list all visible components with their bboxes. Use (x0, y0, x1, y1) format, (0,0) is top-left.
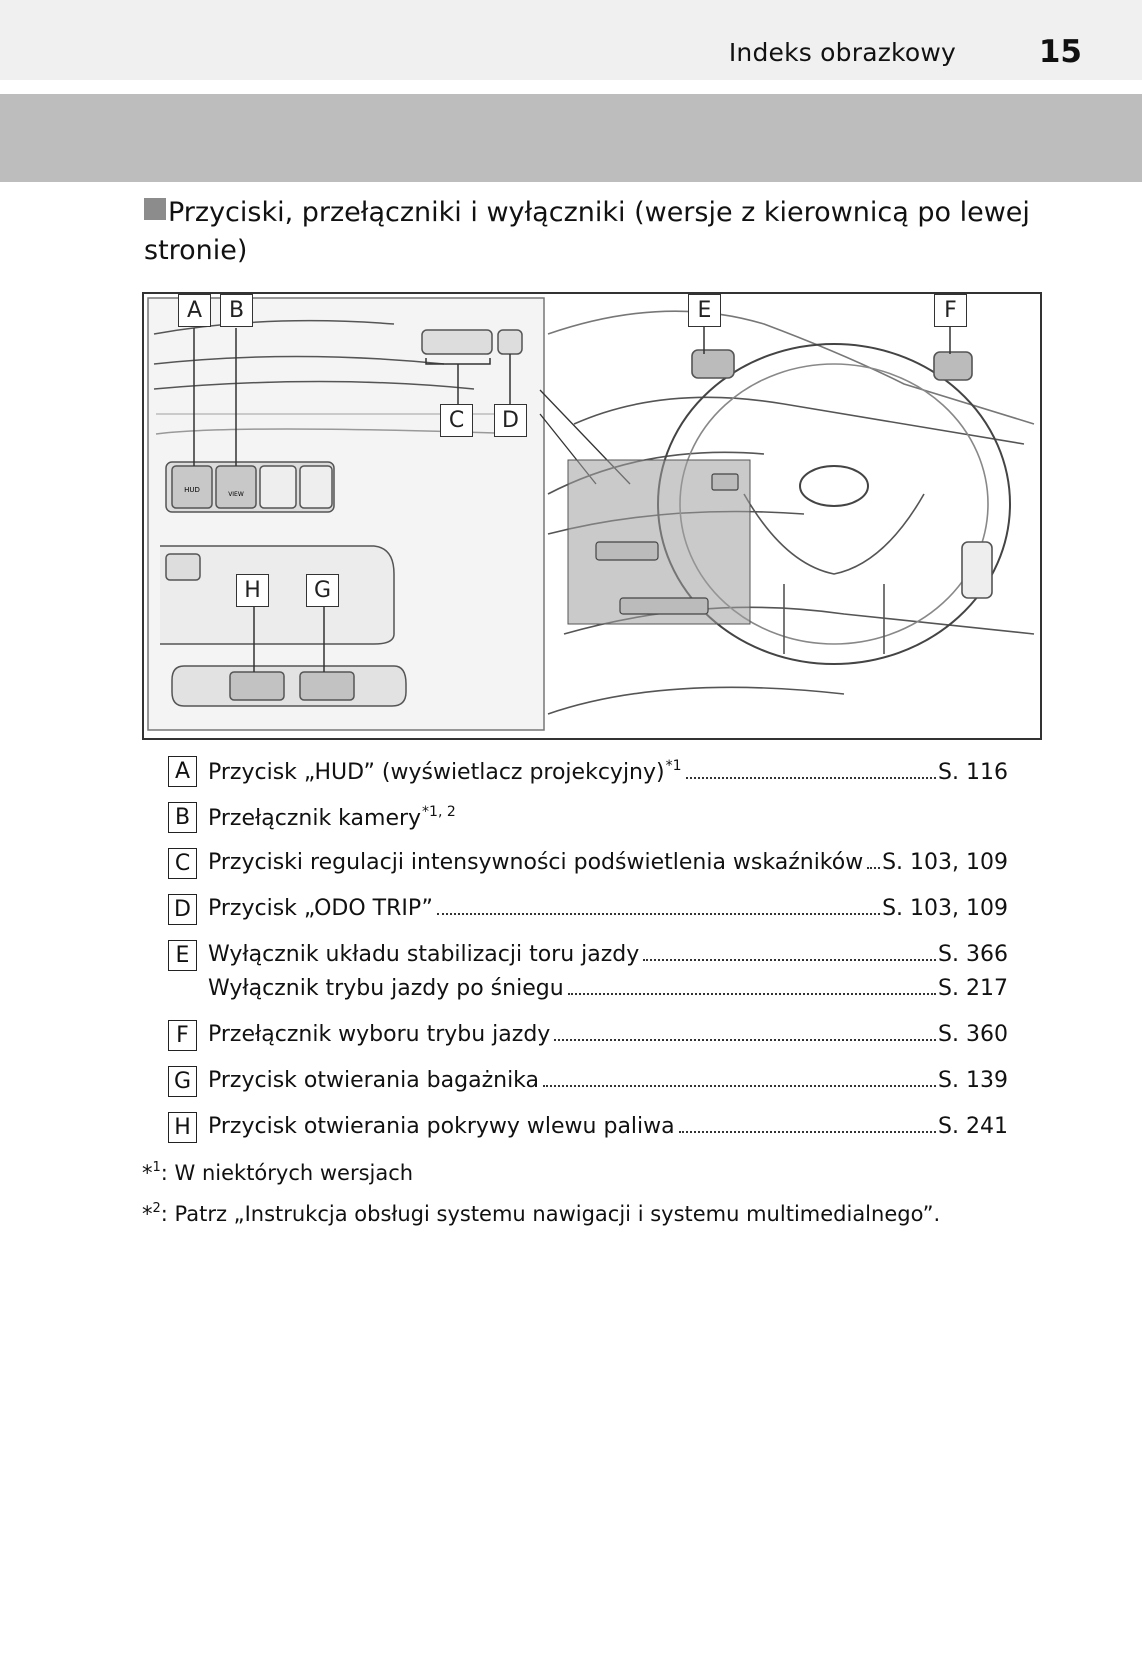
view-button-label: VIEW (228, 491, 244, 498)
inset-panel (147, 297, 545, 731)
legend-item: C Przyciski regulacji intensywności podś… (168, 844, 1008, 890)
legend-letter: E (168, 940, 197, 971)
callout-h: H (236, 574, 269, 607)
legend-sup: *1, 2 (422, 804, 456, 820)
callout-g: G (306, 574, 339, 607)
legend-item: A Przycisk „HUD” (wyświetlacz projekcyjn… (168, 752, 1008, 798)
legend-item: G Przycisk otwierania bagażnika S. 139 (168, 1062, 1008, 1108)
legend-letter: F (168, 1020, 197, 1051)
dot-leader (567, 993, 937, 995)
callout-lines (193, 328, 511, 672)
square-bullet-icon (144, 198, 166, 220)
footnote-mark-star: * (142, 1161, 153, 1185)
legend-label: Przycisk otwierania pokrywy wlewu paliwa (208, 1114, 675, 1139)
ef-callout-lines (703, 324, 951, 354)
dot-leader (685, 777, 937, 779)
legend-item: H Przycisk otwierania pokrywy wlewu pali… (168, 1108, 1008, 1154)
legend-label-secondary: Wyłącznik trybu jazdy po śniegu (208, 976, 564, 1001)
dashboard-figure: HUD VIEW (142, 292, 1042, 740)
legend-label: Przełącznik kamery (208, 806, 422, 831)
legend-label: Przycisk „ODO TRIP” (208, 896, 433, 921)
page-reference: S. 241 (938, 1114, 1008, 1139)
footnote-mark: 2 (152, 1201, 161, 1216)
footnote-text: : Patrz „Instrukcja obsługi systemu nawi… (160, 1202, 941, 1226)
page-reference: S. 116 (938, 760, 1008, 785)
footnote: *1: W niektórych wersjach (142, 1150, 1042, 1191)
dashboard-illustration: HUD VIEW (147, 297, 1035, 731)
page-number: 15 (1038, 34, 1082, 70)
legend-letter: C (168, 848, 197, 879)
legend-letter: G (168, 1066, 197, 1097)
page-reference: S. 366 (938, 942, 1008, 967)
footnote-text: : W niektórych wersjach (160, 1161, 414, 1185)
legend-item: E Wyłącznik układu stabilizacji toru jaz… (168, 936, 1008, 1016)
dashboard-drawing (547, 310, 1035, 715)
section-heading: Przyciski, przełączniki i wyłączniki (we… (144, 194, 1064, 270)
legend-letter: D (168, 894, 197, 925)
page-reference: S. 360 (938, 1022, 1008, 1047)
callout-b: B (220, 294, 253, 327)
callout-f: F (934, 294, 967, 327)
page-reference: S. 217 (938, 976, 1008, 1001)
legend-item: D Przycisk „ODO TRIP” S. 103, 109 (168, 890, 1008, 936)
legend-list: A Przycisk „HUD” (wyświetlacz projekcyjn… (168, 752, 1008, 1154)
footnote-mark-star: * (142, 1202, 153, 1226)
legend-letter: A (168, 756, 197, 787)
callout-e: E (688, 294, 721, 327)
callout-d: D (494, 404, 527, 437)
callout-c: C (440, 404, 473, 437)
legend-label: Przełącznik wyboru trybu jazdy (208, 1022, 551, 1047)
legend-label: Przyciski regulacji intensywności podświ… (208, 850, 864, 875)
legend-label: Przycisk „HUD” (wyświetlacz projekcyjny) (208, 760, 665, 785)
highlight-buttons (595, 473, 739, 615)
page-reference: S. 139 (938, 1068, 1008, 1093)
hud-button-label: HUD (184, 486, 200, 494)
page-reference: S. 103, 109 (882, 896, 1008, 921)
dot-leader (678, 1131, 937, 1133)
legend-label: Przycisk otwierania bagażnika (208, 1068, 540, 1093)
dot-leader (543, 1085, 937, 1087)
header-strip (0, 0, 1142, 80)
footnotes: *1: W niektórych wersjach *2: Patrz „Ins… (142, 1150, 1042, 1232)
legend-sup: *1 (665, 758, 682, 774)
dot-leader (867, 867, 881, 869)
callout-a: A (178, 294, 211, 327)
dot-leader (436, 913, 881, 915)
section-heading-text: Przyciski, przełączniki i wyłączniki (we… (144, 197, 1030, 266)
footnote-mark: 1 (152, 1160, 161, 1175)
legend-item: B Przełącznik kamery*1, 2 (168, 798, 1008, 844)
legend-label: Wyłącznik układu stabilizacji toru jazdy (208, 942, 640, 967)
dot-leader (643, 959, 937, 961)
dot-leader (554, 1039, 937, 1041)
legend-item: F Przełącznik wyboru trybu jazdy S. 360 (168, 1016, 1008, 1062)
legend-letter: B (168, 802, 197, 833)
header-band (0, 94, 1142, 182)
legend-letter: H (168, 1112, 197, 1143)
footnote: *2: Patrz „Instrukcja obsługi systemu na… (142, 1191, 1042, 1232)
header-title: Indeks obrazkowy (728, 38, 956, 67)
page-reference: S. 103, 109 (882, 850, 1008, 875)
